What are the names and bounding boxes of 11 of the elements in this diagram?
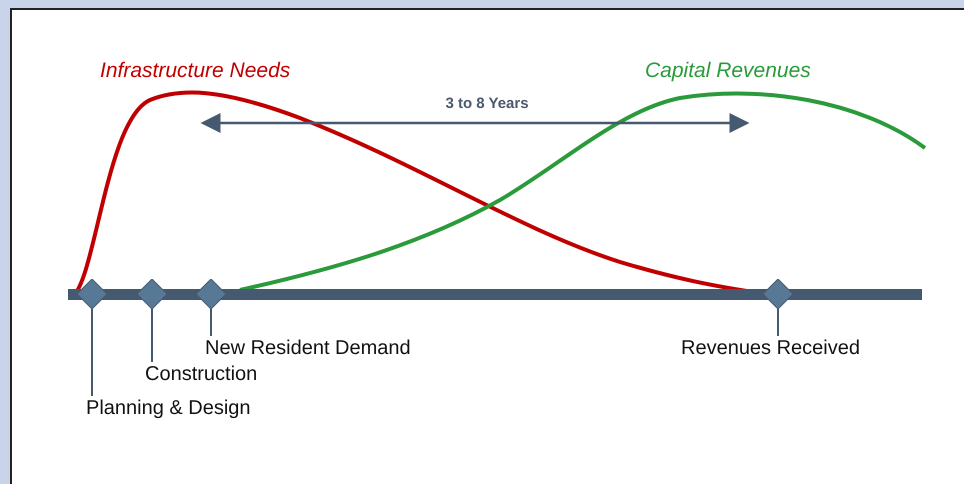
milestone-label: Revenues Received: [681, 336, 860, 360]
leader-line: [91, 309, 93, 396]
milestone-label: New Resident Demand: [205, 336, 411, 360]
curve-label: Infrastructure Needs: [100, 58, 290, 84]
leader-line: [210, 309, 212, 336]
leader-line: [777, 309, 779, 336]
milestone-label: Construction: [145, 362, 258, 386]
leader-line: [151, 309, 153, 362]
milestone-label: Planning & Design: [86, 396, 251, 420]
curve-label: Capital Revenues: [645, 58, 811, 84]
duration-label: 3 to 8 Years: [444, 94, 530, 114]
